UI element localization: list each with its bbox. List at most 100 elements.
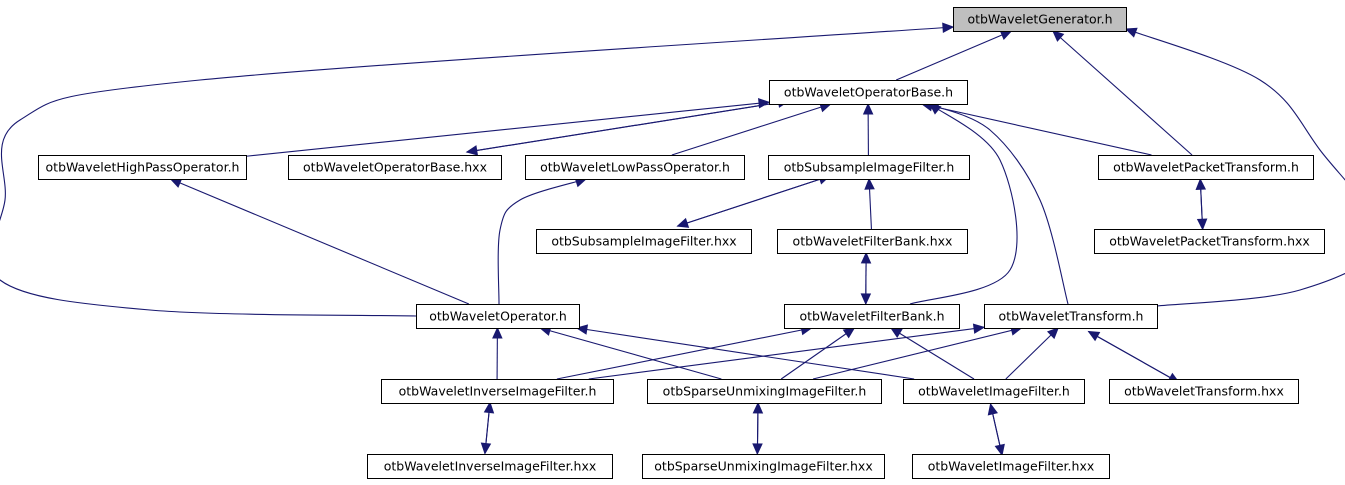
edge-line	[245, 101, 770, 157]
edge-wif-to-op	[492, 326, 503, 380]
node-label: otbWaveletGenerator.h	[967, 12, 1112, 27]
edge-line	[466, 100, 789, 153]
node-fb[interactable]: otbWaveletFilterBank.h	[784, 304, 960, 329]
edge-line	[0, 26, 954, 317]
node-label: otbWaveletInverseImageFilter.h	[399, 384, 597, 399]
node-fbx[interactable]: otbWaveletFilterBank.hxx	[777, 229, 968, 254]
edge-line	[1005, 327, 1059, 380]
arrowhead-icon	[889, 327, 903, 338]
arrowhead-icon	[860, 293, 872, 306]
node-label: otbWaveletTransform.hxx	[1124, 384, 1284, 399]
node-wtx[interactable]: otbWaveletTransform.hxx	[1109, 379, 1299, 404]
node-label: otbWaveletHighPassOperator.h	[46, 160, 240, 175]
node-wptx[interactable]: otbWaveletPacketTransform.hxx	[1094, 229, 1325, 254]
arrowhead-icon	[972, 323, 986, 334]
node-label: otbSparseUnmixingImageFilter.hxx	[654, 459, 872, 474]
node-sum[interactable]: otbSparseUnmixingImageFilter.h	[647, 379, 882, 404]
node-wif[interactable]: otbWaveletInverseImageFilter.h	[381, 379, 614, 404]
node-ssfx[interactable]: otbSubsampleImageFilter.hxx	[536, 229, 752, 254]
edge-ssf-to-ssfx	[676, 175, 830, 228]
arrowhead-icon	[492, 326, 503, 339]
node-label: otbWaveletFilterBank.hxx	[793, 234, 953, 249]
edge-fbx-to-fb	[860, 252, 872, 306]
node-label: otbWaveletOperator.h	[429, 309, 567, 324]
edge-hp-to-opb	[245, 98, 771, 157]
edge-wimf-to-wt	[1005, 327, 1060, 380]
node-label: otbWaveletOperatorBase.h	[784, 85, 953, 100]
edge-sum-to-sumx	[752, 402, 763, 456]
edge-line	[671, 103, 831, 156]
node-gen[interactable]: otbWaveletGenerator.h	[953, 7, 1127, 32]
node-label: otbWaveletImageFilter.h	[918, 384, 1070, 399]
node-label: otbWaveletFilterBank.h	[799, 309, 944, 324]
node-wimf[interactable]: otbWaveletImageFilter.h	[903, 379, 1085, 404]
nodes-layer: otbWaveletGenerator.h otbWaveletOperator…	[38, 7, 1325, 479]
node-op[interactable]: otbWaveletOperator.h	[416, 304, 580, 329]
arrowhead-icon	[480, 442, 492, 455]
edge-sum-to-wt	[812, 325, 1023, 380]
node-label: otbWaveletPacketTransform.hxx	[1109, 234, 1310, 249]
edge-line	[576, 327, 915, 380]
edge-line	[1125, 28, 1345, 307]
edge-wif-to-wt	[588, 323, 986, 380]
arrowhead-icon	[1046, 327, 1060, 340]
edge-wt-to-gen	[1124, 27, 1345, 307]
edge-line	[556, 327, 812, 380]
edge-wpt-to-gen	[1052, 30, 1193, 156]
edge-line	[895, 30, 1012, 81]
edge-ssf-to-opb	[862, 102, 874, 156]
edge-line	[1088, 331, 1180, 383]
edge-lp-to-opb	[671, 102, 832, 156]
node-lp[interactable]: otbWaveletLowPassOperator.h	[525, 155, 745, 180]
edge-wt-to-wtx	[1088, 331, 1180, 384]
arrowhead-icon	[1196, 218, 1208, 231]
arrowhead-icon	[862, 102, 874, 115]
arrowhead-icon	[1052, 30, 1065, 42]
node-label: otbSubsampleImageFilter.h	[784, 160, 955, 175]
node-sumx[interactable]: otbSparseUnmixingImageFilter.hxx	[642, 454, 885, 479]
node-hp[interactable]: otbWaveletHighPassOperator.h	[38, 155, 247, 180]
node-wpt[interactable]: otbWaveletPacketTransform.h	[1098, 155, 1314, 180]
arrowhead-icon	[1124, 27, 1138, 38]
node-label: otbWaveletImageFilter.hxx	[928, 459, 1095, 474]
node-opbx[interactable]: otbWaveletOperatorBase.hxx	[288, 155, 502, 180]
edge-line	[588, 326, 985, 380]
edge-line	[927, 103, 1069, 305]
edge-line	[909, 103, 1018, 305]
arrowhead-icon	[842, 327, 856, 339]
edge-line	[812, 327, 1022, 380]
node-label: otbSparseUnmixingImageFilter.h	[663, 384, 867, 399]
edge-line	[1052, 30, 1193, 156]
node-wifx[interactable]: otbWaveletInverseImageFilter.hxx	[367, 454, 613, 479]
edge-line	[677, 175, 830, 227]
edge-op-to-gen	[0, 22, 955, 317]
edge-wif-to-fb	[556, 324, 813, 380]
arrowhead-icon	[752, 443, 763, 456]
edges-layer	[0, 22, 1345, 457]
node-wimfx[interactable]: otbWaveletImageFilter.hxx	[912, 454, 1110, 479]
edge-sum-to-fb	[780, 327, 856, 380]
arrowhead-icon	[999, 30, 1013, 40]
arrowhead-icon	[676, 217, 690, 228]
arrowhead-icon	[864, 177, 875, 190]
edge-wimf-to-wimfx	[989, 403, 1005, 457]
node-label: otbWaveletTransform.h	[999, 309, 1144, 324]
arrowhead-icon	[758, 98, 771, 109]
node-ssf[interactable]: otbSubsampleImageFilter.h	[768, 155, 970, 180]
node-label: otbWaveletLowPassOperator.h	[540, 160, 730, 175]
edge-opb-to-opbx	[465, 100, 789, 156]
arrowhead-icon	[465, 145, 479, 156]
node-opb[interactable]: otbWaveletOperatorBase.h	[769, 80, 968, 105]
edge-wt-to-opb	[926, 103, 1069, 305]
node-label: otbWaveletInverseImageFilter.hxx	[384, 459, 597, 474]
edge-line	[497, 178, 587, 305]
edge-wimf-to-fb	[889, 327, 975, 380]
node-label: otbSubsampleImageFilter.hxx	[551, 234, 736, 249]
edge-wpt-to-opb	[920, 101, 1152, 156]
node-label: otbWaveletPacketTransform.h	[1113, 160, 1299, 175]
edge-wpt-to-wptx	[1196, 179, 1208, 231]
edge-sum-to-op	[538, 325, 722, 380]
edge-fbx-to-ssf	[864, 177, 875, 230]
node-wt[interactable]: otbWaveletTransform.h	[984, 304, 1158, 329]
